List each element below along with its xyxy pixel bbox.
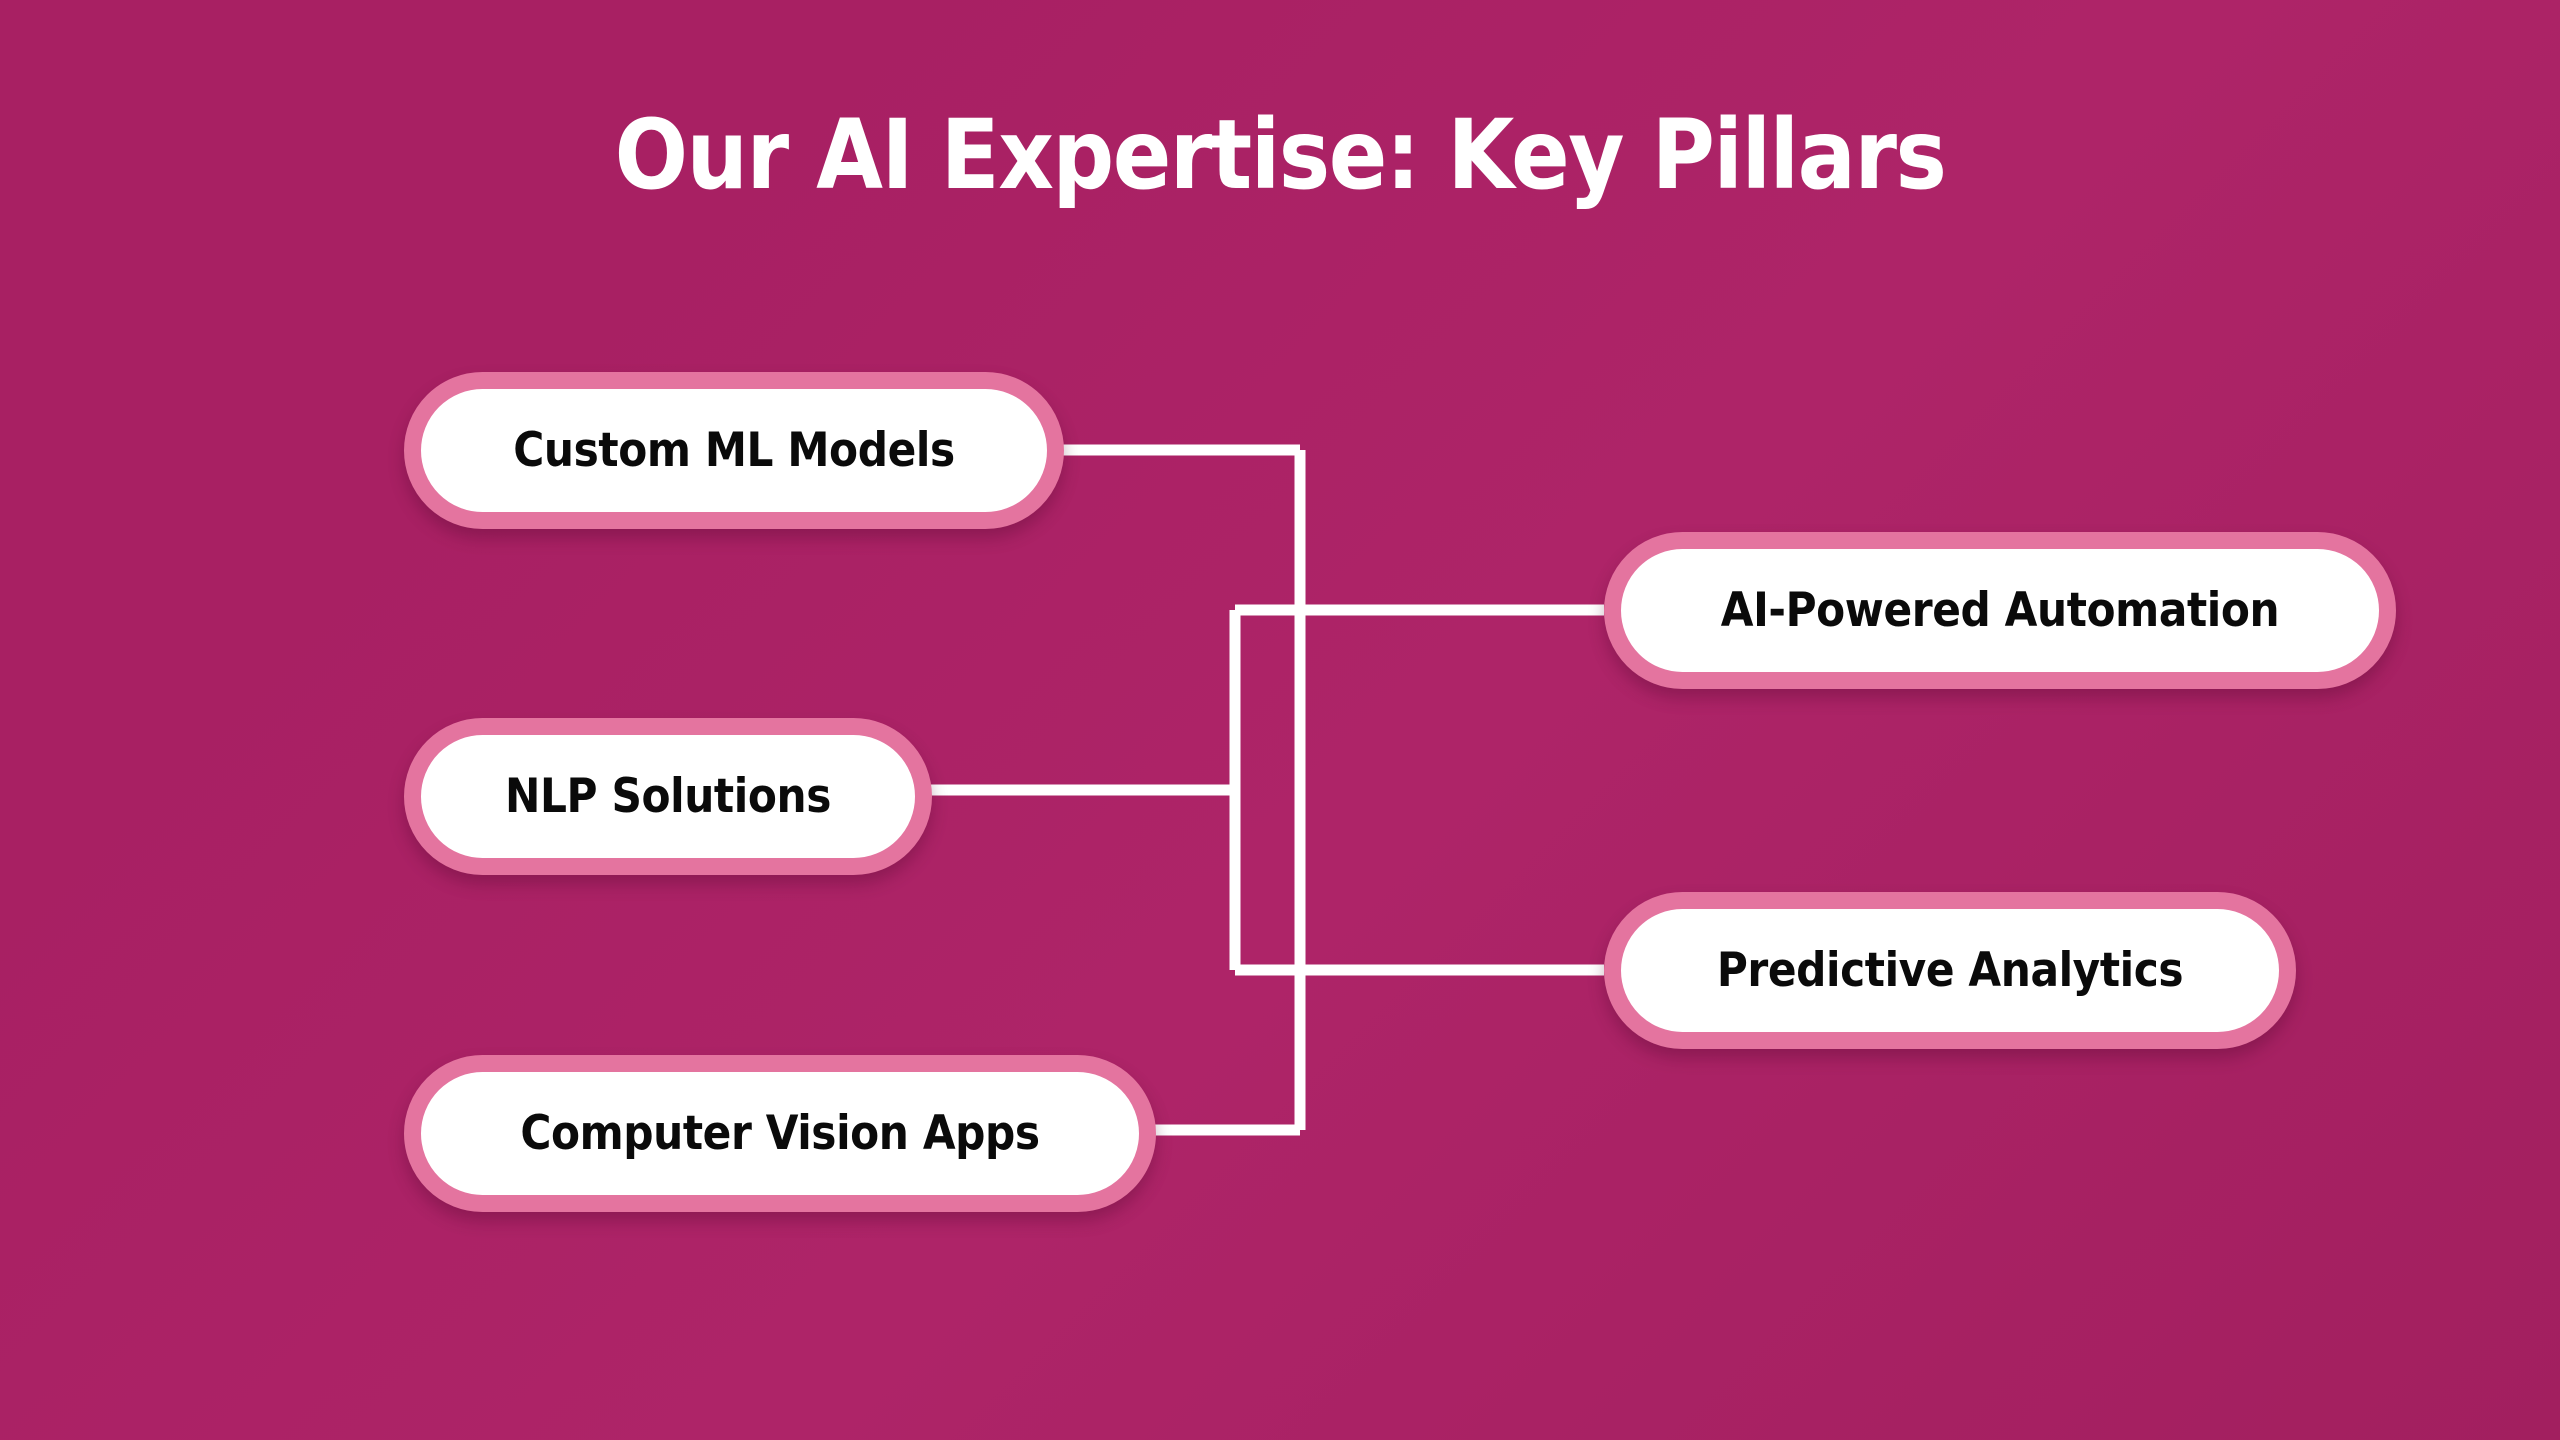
node-label: Predictive Analytics	[1716, 943, 2184, 998]
node-label: NLP Solutions	[505, 769, 831, 824]
node-predictive-analytics[interactable]: Predictive Analytics	[1604, 892, 2296, 1049]
node-label: AI-Powered Automation	[1720, 583, 2280, 638]
page-title: Our AI Expertise: Key Pillars	[614, 99, 1947, 211]
node-nlp-solutions[interactable]: NLP Solutions	[404, 718, 932, 875]
node-computer-vision-apps[interactable]: Computer Vision Apps	[404, 1055, 1156, 1212]
node-ai-powered-automation[interactable]: AI-Powered Automation	[1604, 532, 2396, 689]
node-custom-ml-models[interactable]: Custom ML Models	[404, 372, 1064, 529]
node-label: Computer Vision Apps	[520, 1106, 1040, 1161]
node-label: Custom ML Models	[513, 423, 955, 478]
